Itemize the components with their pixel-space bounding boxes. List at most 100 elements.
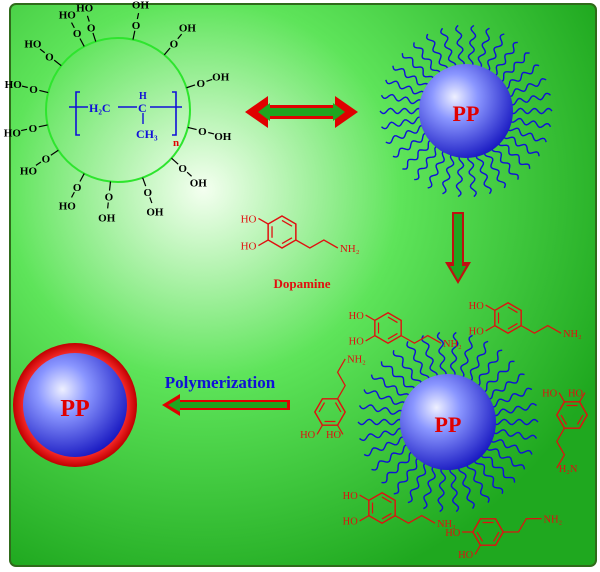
hydroxyl-label: HO: [4, 127, 22, 139]
hydroxyl-label: HO: [349, 311, 365, 322]
polymer-chain: [455, 24, 465, 68]
amine-label: NH₂: [543, 514, 562, 525]
hydroxyl-label: HO: [343, 491, 359, 502]
ch3-label: CH₃: [136, 127, 158, 141]
polymer-chain: [425, 33, 449, 72]
hydroxyl-label: OH: [214, 131, 232, 143]
pp-sphere-final: [23, 353, 127, 457]
hydroxyl-label: HO: [542, 388, 558, 399]
oxygen-label: O: [73, 182, 82, 194]
ch-label: C: [138, 101, 147, 115]
hydroxyl-label: OH: [190, 177, 208, 189]
polymer-chain: [401, 53, 435, 82]
polymer-chain: [459, 334, 473, 380]
oxygen-label: O: [45, 51, 54, 63]
hydroxyl-label: HO: [568, 388, 584, 399]
polymer-chain: [423, 464, 437, 510]
polymer-chain: [427, 149, 447, 189]
polymer-chain: [489, 438, 533, 455]
polymer-chain: [477, 27, 490, 70]
ch2-label: H₂C: [89, 101, 111, 115]
polymer-chain: [392, 65, 430, 88]
polymer-chain: [485, 445, 526, 470]
oxygen-label: O: [198, 126, 207, 138]
hydroxyl-label: OH: [98, 212, 116, 224]
h-label: H: [139, 91, 147, 102]
polymer-chain: [406, 341, 430, 382]
polymer-chain: [358, 404, 405, 415]
n-label: n: [173, 137, 179, 149]
oxygen-label: O: [105, 192, 114, 204]
hydroxyl-label: HO: [5, 79, 23, 91]
down-arrow: [445, 212, 471, 284]
hydroxyl-label: HO: [76, 2, 94, 14]
polymer-chain: [371, 444, 410, 471]
polymer-chain: [466, 462, 490, 503]
polymer-chain: [449, 331, 459, 378]
polymer-chain: [363, 436, 407, 457]
polymer-chain: [508, 92, 551, 106]
hydroxyl-label: HO: [445, 528, 461, 539]
polymer-chain: [509, 107, 553, 115]
oxygen-label: O: [196, 78, 205, 90]
polymer-chain: [489, 387, 533, 408]
oxygen-label: O: [170, 38, 179, 50]
polymer-chain: [440, 27, 457, 70]
hydroxyl-label: HO: [241, 241, 257, 253]
polymer-chain: [392, 350, 422, 387]
polymer-chain: [475, 349, 503, 387]
pp-sphere-middle: [400, 374, 496, 470]
dopamine-name: Dopamine: [273, 276, 330, 291]
polymer-chain: [497, 140, 531, 169]
polymer-chain: [508, 117, 552, 129]
oxygen-label: O: [42, 154, 51, 166]
polymer-chain: [421, 335, 438, 380]
polymer-chain: [467, 340, 489, 383]
polymer-chain: [502, 134, 540, 157]
polymer-chain: [449, 466, 460, 513]
polymer-chain: [385, 79, 426, 96]
hydroxyl-label: HO: [300, 430, 316, 441]
hydroxyl-label: HO: [241, 213, 257, 225]
polymer-chain: [491, 402, 537, 417]
polymer-chain: [381, 116, 424, 130]
polymer-chain: [437, 466, 447, 513]
hydroxyl-label: OH: [179, 22, 197, 34]
polymer-chain: [380, 361, 416, 392]
polymer-chain: [442, 152, 455, 195]
oxygen-label: O: [87, 22, 96, 34]
polymer-chain: [436, 331, 447, 378]
polymer-chain: [474, 457, 504, 494]
polymer-chain: [506, 126, 547, 143]
hydroxyl-label: HO: [343, 517, 359, 528]
polymer-chain: [363, 389, 407, 406]
polymer-chain: [413, 42, 441, 77]
amine-label: NH₂: [563, 329, 582, 340]
polymer-chain: [491, 429, 538, 440]
amine-label: NH₂: [443, 339, 462, 350]
oxygen-label: O: [29, 84, 38, 96]
hydroxyl-label: HO: [458, 550, 474, 561]
polymer-chain: [485, 33, 505, 73]
polymer-chain: [402, 139, 434, 170]
hydroxyl-label: OH: [132, 0, 150, 11]
pp-sphere-final-label: PP: [60, 396, 89, 422]
oxygen-label: O: [73, 28, 82, 40]
polymerization-label: Polymerization: [165, 373, 276, 392]
polymer-chain: [379, 107, 423, 115]
polymer-chain: [480, 452, 516, 483]
hydroxyl-label: HO: [326, 430, 342, 441]
pp-sphere-top: [419, 64, 513, 158]
polymer-repeat-unit: H₂C C H CH₃ n: [69, 91, 182, 149]
hydroxyl-label: HO: [469, 327, 485, 338]
polymer-chain: [483, 150, 507, 189]
left-arrow: [162, 394, 290, 416]
polymer-chain: [393, 457, 421, 495]
oxygen-label: O: [143, 187, 152, 199]
